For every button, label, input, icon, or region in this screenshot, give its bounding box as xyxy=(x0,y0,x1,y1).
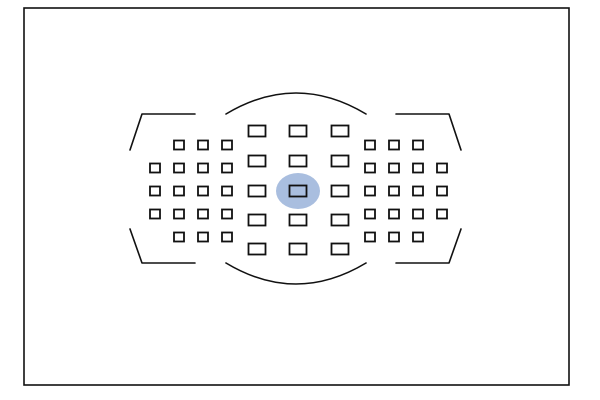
af-point-center-zone[interactable] xyxy=(247,124,267,138)
af-point-left-zone[interactable] xyxy=(197,162,209,174)
af-point-right-zone[interactable] xyxy=(364,231,376,243)
af-point-right-zone[interactable] xyxy=(364,208,376,220)
af-point-left-zone[interactable] xyxy=(173,208,185,220)
bracket-bottom-arc xyxy=(225,262,367,285)
af-point-center-zone[interactable] xyxy=(247,242,267,256)
af-point-center-zone[interactable] xyxy=(288,242,308,256)
af-point-center-zone[interactable] xyxy=(247,154,267,168)
af-point-left-zone[interactable] xyxy=(221,231,233,243)
bracket-top-left xyxy=(129,113,196,151)
af-point-right-zone[interactable] xyxy=(388,139,400,151)
af-point-left-zone[interactable] xyxy=(173,162,185,174)
af-point-right-zone[interactable] xyxy=(388,162,400,174)
viewfinder-frame xyxy=(23,7,570,386)
af-point-center-zone[interactable] xyxy=(288,124,308,138)
af-point-right-zone[interactable] xyxy=(388,208,400,220)
af-point-left-zone[interactable] xyxy=(173,231,185,243)
af-point-center-selected[interactable] xyxy=(288,184,308,198)
af-point-right-zone[interactable] xyxy=(364,162,376,174)
af-point-center-zone[interactable] xyxy=(330,154,350,168)
bracket-bottom-right xyxy=(395,228,462,264)
af-point-left-zone[interactable] xyxy=(221,139,233,151)
af-point-center-zone[interactable] xyxy=(330,124,350,138)
af-point-center-zone[interactable] xyxy=(330,242,350,256)
af-point-center-zone[interactable] xyxy=(288,154,308,168)
af-point-center-zone[interactable] xyxy=(247,184,267,198)
af-point-left-zone[interactable] xyxy=(197,208,209,220)
af-point-left-zone[interactable] xyxy=(221,208,233,220)
af-point-right-zone[interactable] xyxy=(412,162,424,174)
af-point-right-zone[interactable] xyxy=(436,162,448,174)
af-point-right-zone[interactable] xyxy=(388,185,400,197)
af-point-left-zone[interactable] xyxy=(173,185,185,197)
af-point-right-zone[interactable] xyxy=(412,139,424,151)
af-point-right-zone[interactable] xyxy=(412,231,424,243)
af-point-right-zone[interactable] xyxy=(412,185,424,197)
af-point-center-zone[interactable] xyxy=(330,213,350,227)
af-point-left-zone[interactable] xyxy=(149,185,161,197)
af-point-center-zone[interactable] xyxy=(330,184,350,198)
af-point-right-zone[interactable] xyxy=(436,185,448,197)
af-point-right-zone[interactable] xyxy=(388,231,400,243)
af-point-left-zone[interactable] xyxy=(149,162,161,174)
af-point-left-zone[interactable] xyxy=(197,185,209,197)
af-point-center-zone[interactable] xyxy=(288,213,308,227)
selected-af-point-highlight xyxy=(276,173,320,209)
af-point-left-zone[interactable] xyxy=(149,208,161,220)
bracket-top-arc xyxy=(225,92,367,115)
af-point-left-zone[interactable] xyxy=(173,139,185,151)
af-point-right-zone[interactable] xyxy=(364,185,376,197)
af-point-left-zone[interactable] xyxy=(197,231,209,243)
af-points-group xyxy=(149,124,448,256)
af-point-right-zone[interactable] xyxy=(436,208,448,220)
bracket-bottom-left xyxy=(129,228,196,264)
af-point-center-zone[interactable] xyxy=(247,213,267,227)
af-point-left-zone[interactable] xyxy=(221,162,233,174)
af-area-brackets xyxy=(129,92,462,285)
af-point-left-zone[interactable] xyxy=(197,139,209,151)
af-point-right-zone[interactable] xyxy=(412,208,424,220)
af-point-right-zone[interactable] xyxy=(364,139,376,151)
bracket-top-right xyxy=(395,113,462,151)
af-point-left-zone[interactable] xyxy=(221,185,233,197)
